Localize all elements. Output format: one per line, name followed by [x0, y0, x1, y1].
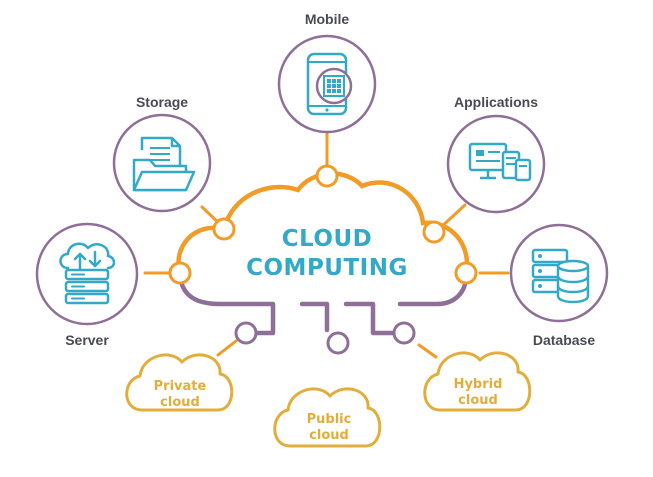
junction-upper-left	[212, 217, 236, 241]
circuit-end-nodes	[234, 321, 416, 355]
cloud-server-icon	[59, 242, 116, 305]
label-server: Server	[65, 332, 109, 348]
junction-left	[168, 261, 192, 285]
cloud-public-line2: cloud	[309, 428, 349, 443]
junction-top	[315, 164, 339, 188]
label-mobile: Mobile	[305, 11, 350, 27]
node-storage	[112, 113, 212, 213]
label-storage: Storage	[136, 94, 188, 110]
node-server	[35, 222, 139, 326]
node-database	[509, 223, 609, 323]
connectors	[143, 131, 510, 359]
cloud-private-line2: cloud	[160, 395, 200, 410]
cloud-hybrid: Hybrid cloud	[423, 351, 532, 412]
cloud-private-line1: Private	[154, 379, 207, 394]
circuit-node-center	[326, 331, 350, 355]
circuit-node-right	[392, 321, 416, 345]
node-applications	[446, 114, 546, 214]
junction-nodes	[168, 164, 478, 285]
cloud-public-line1: Public	[307, 412, 352, 427]
center-title-line2: COMPUTING	[246, 255, 408, 281]
circuit-node-left	[234, 321, 258, 345]
node-mobile	[277, 34, 377, 134]
cloud-circuit-lines	[177, 273, 469, 336]
cloud-hybrid-line1: Hybrid	[454, 377, 503, 392]
smartphone-chip-icon	[306, 52, 353, 116]
label-database: Database	[533, 332, 595, 348]
cloud-hybrid-line2: cloud	[458, 393, 498, 408]
label-applications: Applications	[454, 94, 538, 110]
junction-upper-right	[422, 220, 446, 244]
junction-right	[454, 261, 478, 285]
center-title-line1: CLOUD	[282, 226, 373, 252]
devices-icon	[468, 142, 532, 182]
cloud-private: Private cloud	[125, 353, 234, 412]
cloud-public: Public cloud	[273, 387, 382, 448]
folder-document-icon	[132, 136, 196, 192]
database-server-icon	[531, 248, 590, 304]
